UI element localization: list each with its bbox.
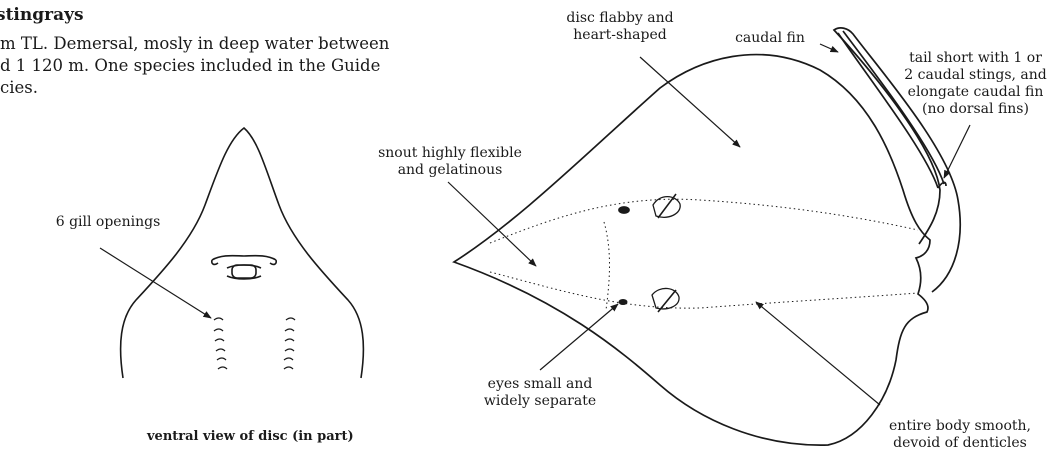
- snout-label: snout highly flexible and gelatinous: [360, 145, 540, 179]
- body-label: entire body smooth, devoid of denticles: [875, 418, 1045, 452]
- eyes-label: eyes small and widely separate: [470, 376, 610, 410]
- snout-label-line: snout highly flexible: [360, 145, 540, 162]
- tail-label-line: 2 caudal stings, and: [893, 67, 1058, 84]
- inner-body-outline: [490, 199, 918, 310]
- caudal-fin-label: caudal fin: [720, 30, 820, 47]
- intro-line-1: m TL. Demersal, mosly in deep water betw…: [0, 33, 389, 55]
- tail-label-line: elongate caudal fin: [893, 84, 1058, 101]
- intro-line-3: cies.: [0, 77, 38, 99]
- body-label-line: entire body smooth,: [875, 418, 1045, 435]
- snout-pointer-arrow: [448, 182, 536, 266]
- intro-line-2: d 1 120 m. One species included in the G…: [0, 55, 380, 77]
- gill-pointer-arrow: [100, 248, 211, 318]
- gill-openings-label: 6 gill openings: [38, 214, 178, 231]
- body-label-line: devoid of denticles: [875, 435, 1045, 452]
- eyes-label-line: widely separate: [470, 393, 610, 410]
- eyes-pointer-arrow: [540, 304, 618, 370]
- tail-label-line: tail short with 1 or: [893, 50, 1058, 67]
- disc-label-line: disc flabby and: [540, 10, 700, 27]
- tail-label: tail short with 1 or 2 caudal stings, an…: [893, 50, 1058, 118]
- disc-label-line: heart-shaped: [540, 27, 700, 44]
- snout-label-line: and gelatinous: [360, 162, 540, 179]
- family-heading: stingrays: [0, 5, 84, 25]
- ventral-disc-drawing: [121, 128, 364, 378]
- disc-label: disc flabby and heart-shaped: [540, 10, 700, 44]
- eyes-label-line: eyes small and: [470, 376, 610, 393]
- tail-pointer-arrow: [944, 125, 970, 178]
- tail-label-line: (no dorsal fins): [893, 101, 1058, 118]
- ventral-view-caption: ventral view of disc (in part): [147, 429, 354, 444]
- caudal-pointer-arrow: [820, 44, 838, 52]
- body-pointer-arrow: [756, 302, 880, 405]
